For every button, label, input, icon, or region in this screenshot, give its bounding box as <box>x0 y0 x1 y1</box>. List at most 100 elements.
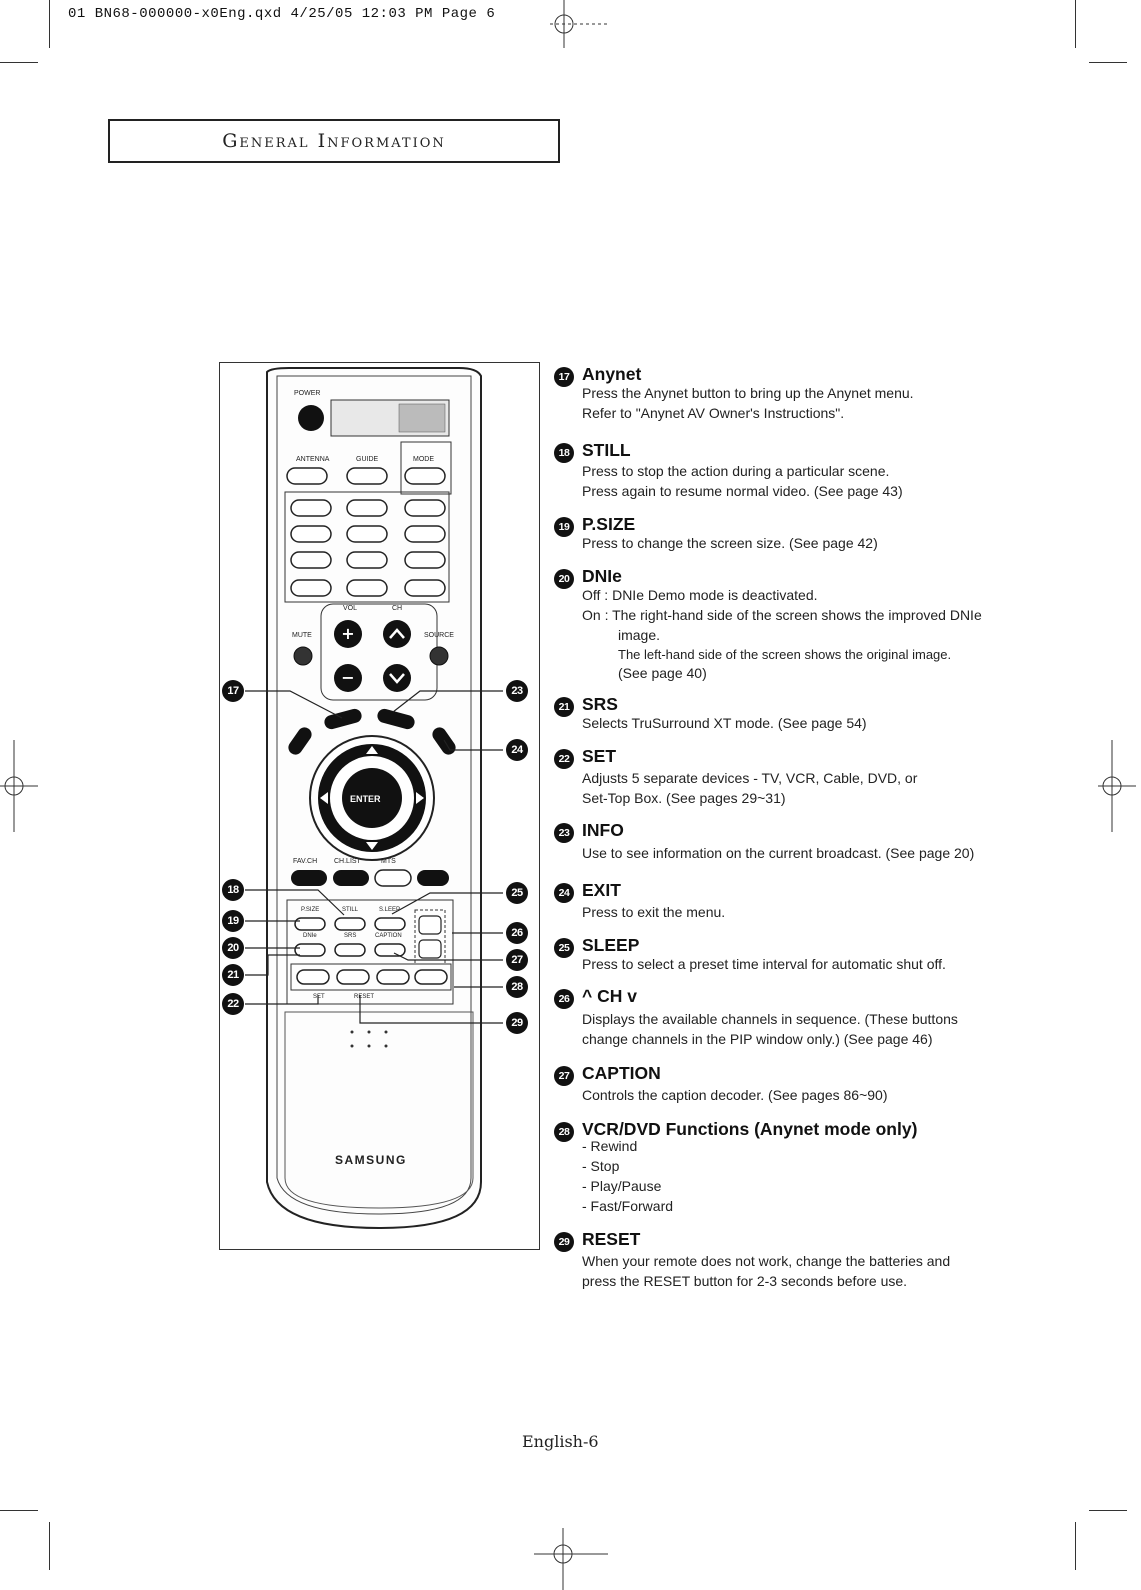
legend-text: change channels in the PIP window only.)… <box>582 1031 933 1047</box>
legend-text: Press to select a preset time interval f… <box>582 956 946 972</box>
power-button-shape <box>298 405 324 431</box>
crop-mark <box>1075 0 1076 48</box>
legend-badge: 28 <box>554 1122 574 1142</box>
legend-badge: 25 <box>554 938 574 958</box>
remote-label-source: SOURCE <box>424 632 454 639</box>
legend-badge: 23 <box>554 823 574 843</box>
svg-text:−: − <box>341 668 354 687</box>
legend-title: SET <box>582 746 617 766</box>
callout-badge: 29 <box>506 1012 528 1034</box>
legend-title: CAPTION <box>582 1063 661 1083</box>
remote-label-sleep: S.LEEP <box>379 907 401 913</box>
samsung-logo: SAMSUNG <box>335 1153 407 1167</box>
legend-title: EXIT <box>582 880 621 900</box>
legend-badge: 20 <box>554 569 574 589</box>
legend-title: INFO <box>582 820 624 840</box>
legend-text: Press again to resume normal video. (See… <box>582 483 903 499</box>
legend-badge: 24 <box>554 883 574 903</box>
legend-text: On : The right-hand side of the screen s… <box>582 607 982 623</box>
crop-mark <box>49 1522 50 1570</box>
remote-label-ch: CH <box>392 605 403 612</box>
remote-label-dnie: DNIe <box>303 933 317 939</box>
registration-mark <box>1098 740 1136 832</box>
legend-text: When your remote does not work, change t… <box>582 1253 951 1269</box>
callout-badge: 26 <box>506 922 528 944</box>
crop-mark <box>0 1510 38 1511</box>
crop-mark <box>1089 62 1127 63</box>
legend-badge: 17 <box>554 367 574 387</box>
remote-label-favch: FAV.CH <box>293 858 318 865</box>
legend-text: image. <box>618 627 661 643</box>
remote-label-mts: MTS <box>381 858 396 865</box>
remote-control-illustration: + − <box>266 367 482 1230</box>
legend-badge: 21 <box>554 697 574 717</box>
remote-label-enter: ENTER <box>350 794 381 804</box>
callout-badge: 27 <box>506 949 528 971</box>
legend-text: Selects TruSurround XT mode. (See page 5… <box>582 715 867 731</box>
legend-title: P.SIZE <box>582 514 636 534</box>
legend-text: Press to stop the action during a partic… <box>582 463 890 479</box>
callout-badge: 24 <box>506 739 528 761</box>
section-header: General Information <box>108 119 560 163</box>
remote-label-caption: CAPTION <box>375 933 402 939</box>
remote-label-mode: MODE <box>413 456 434 463</box>
remote-label-antenna: ANTENNA <box>296 456 330 463</box>
legend-text: Press the Anynet button to bring up the … <box>582 385 914 401</box>
remote-label-chlist: CH.LIST <box>334 858 361 865</box>
svg-text:+: + <box>341 624 354 643</box>
legend-badge: 22 <box>554 749 574 769</box>
callout-badge: 20 <box>222 937 244 959</box>
legend-text: Refer to "Anynet AV Owner's Instructions… <box>582 405 845 421</box>
legend-badge: 26 <box>554 989 574 1009</box>
callout-badge: 22 <box>222 993 244 1015</box>
remote-label-srs: SRS <box>344 933 357 939</box>
remote-label-psize: P.SIZE <box>301 907 320 913</box>
legend-text: Controls the caption decoder. (See pages… <box>582 1087 888 1103</box>
legend-text: Press to exit the menu. <box>582 904 726 920</box>
registration-mark <box>534 1528 608 1590</box>
legend-title: VCR/DVD Functions (Anynet mode only) <box>582 1119 918 1139</box>
legend-text: Press to change the screen size. (See pa… <box>582 535 878 551</box>
legend-text: press the RESET button for 2-3 seconds b… <box>582 1273 908 1289</box>
callout-badge: 28 <box>506 976 528 998</box>
legend-text: Displays the available channels in seque… <box>582 1011 958 1027</box>
crop-mark <box>0 62 38 63</box>
crop-mark <box>1089 1510 1127 1511</box>
legend-text: - Rewind <box>582 1138 638 1154</box>
callout-badge: 19 <box>222 910 244 932</box>
legend-title: ^ CH v <box>582 986 637 1006</box>
remote-label-reset: RESET <box>354 994 375 1000</box>
legend-text: The left-hand side of the screen shows t… <box>618 647 952 662</box>
callout-badge: 21 <box>222 964 244 986</box>
legend-title: STILL <box>582 440 631 460</box>
remote-label-set: SET <box>313 994 325 1000</box>
legend-title: DNIe <box>582 566 622 586</box>
legend-text: Set-Top Box. (See pages 29~31) <box>582 790 786 806</box>
legend-badge: 29 <box>554 1232 574 1252</box>
registration-mark <box>550 0 610 48</box>
print-slug: 01 BN68-000000-x0Eng.qxd 4/25/05 12:03 P… <box>68 6 496 22</box>
legend-title: Anynet <box>582 364 642 384</box>
callout-badge: 23 <box>506 680 528 702</box>
legend-badge: 19 <box>554 517 574 537</box>
legend-text: Adjusts 5 separate devices - TV, VCR, Ca… <box>582 770 918 786</box>
legend-text: Off : DNIe Demo mode is deactivated. <box>582 587 818 603</box>
legend-text: - Play/Pause <box>582 1178 662 1194</box>
section-title: General Information <box>222 130 446 152</box>
callout-badge: 18 <box>222 879 244 901</box>
remote-label-guide: GUIDE <box>356 456 379 463</box>
legend-text: Use to see information on the current br… <box>582 845 975 861</box>
legend-title: SLEEP <box>582 935 640 955</box>
callout-badge: 25 <box>506 882 528 904</box>
remote-label-still: STILL <box>342 907 359 913</box>
legend-badge: 18 <box>554 443 574 463</box>
legend-title: SRS <box>582 694 618 714</box>
page-number: English-6 <box>522 1432 599 1451</box>
callout-badge: 17 <box>222 680 244 702</box>
legend-title: RESET <box>582 1229 641 1249</box>
remote-label-mute: MUTE <box>292 632 312 639</box>
remote-label-power: POWER <box>294 390 321 397</box>
legend-text: - Fast/Forward <box>582 1198 674 1214</box>
legend-text: - Stop <box>582 1158 620 1174</box>
